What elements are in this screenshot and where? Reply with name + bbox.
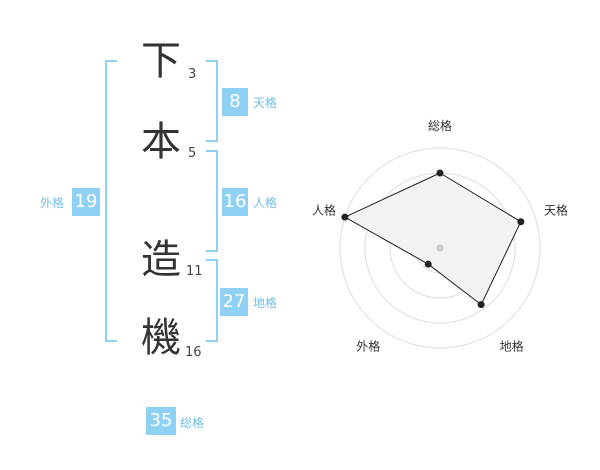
- jinkaku-value: 16: [222, 188, 248, 216]
- radar-axis-label-2: 天格: [544, 202, 568, 217]
- radar-axis-label-5: 人格: [312, 202, 336, 217]
- tenkaku-bracket: [206, 60, 218, 142]
- soukaku-label: 総格: [180, 416, 205, 430]
- name-char-3: 造: [141, 237, 181, 283]
- radar-axis-label-1: 総格: [428, 118, 452, 133]
- stroke-count-2: 5: [188, 146, 197, 161]
- stroke-count-4: 16: [185, 345, 202, 360]
- gaikaku-label: 外格: [40, 196, 65, 210]
- radar-point-1: [436, 169, 444, 177]
- jinkaku-bracket: [206, 150, 218, 252]
- gaikaku-value: 19: [72, 188, 100, 216]
- tenkaku-label: 天格: [253, 96, 278, 110]
- radar-point-5: [341, 213, 349, 221]
- radar-point-4: [424, 260, 432, 268]
- radar-point-3: [477, 301, 485, 309]
- radar-axis-label-4: 外格: [356, 339, 380, 354]
- stroke-count-1: 3: [188, 67, 197, 82]
- stroke-count-3: 11: [186, 264, 203, 279]
- name-char-1: 下: [141, 38, 181, 84]
- tenkaku-value: 8: [222, 88, 248, 116]
- radar-axis-label-3: 地格: [500, 339, 524, 354]
- chikaku-value: 27: [220, 288, 248, 316]
- radar-ring-4: [339, 147, 541, 349]
- soukaku-value: 35: [146, 407, 176, 435]
- radar-value-polygon: [343, 172, 522, 306]
- name-char-2: 本: [141, 119, 181, 165]
- gaikaku-bracket: [105, 60, 117, 342]
- jinkaku-label: 人格: [253, 196, 278, 210]
- chikaku-bracket: [206, 259, 218, 342]
- name-char-4: 機: [141, 315, 181, 361]
- chikaku-label: 地格: [253, 296, 278, 310]
- radar-point-2: [517, 218, 525, 226]
- radar-center-dot: [436, 244, 444, 252]
